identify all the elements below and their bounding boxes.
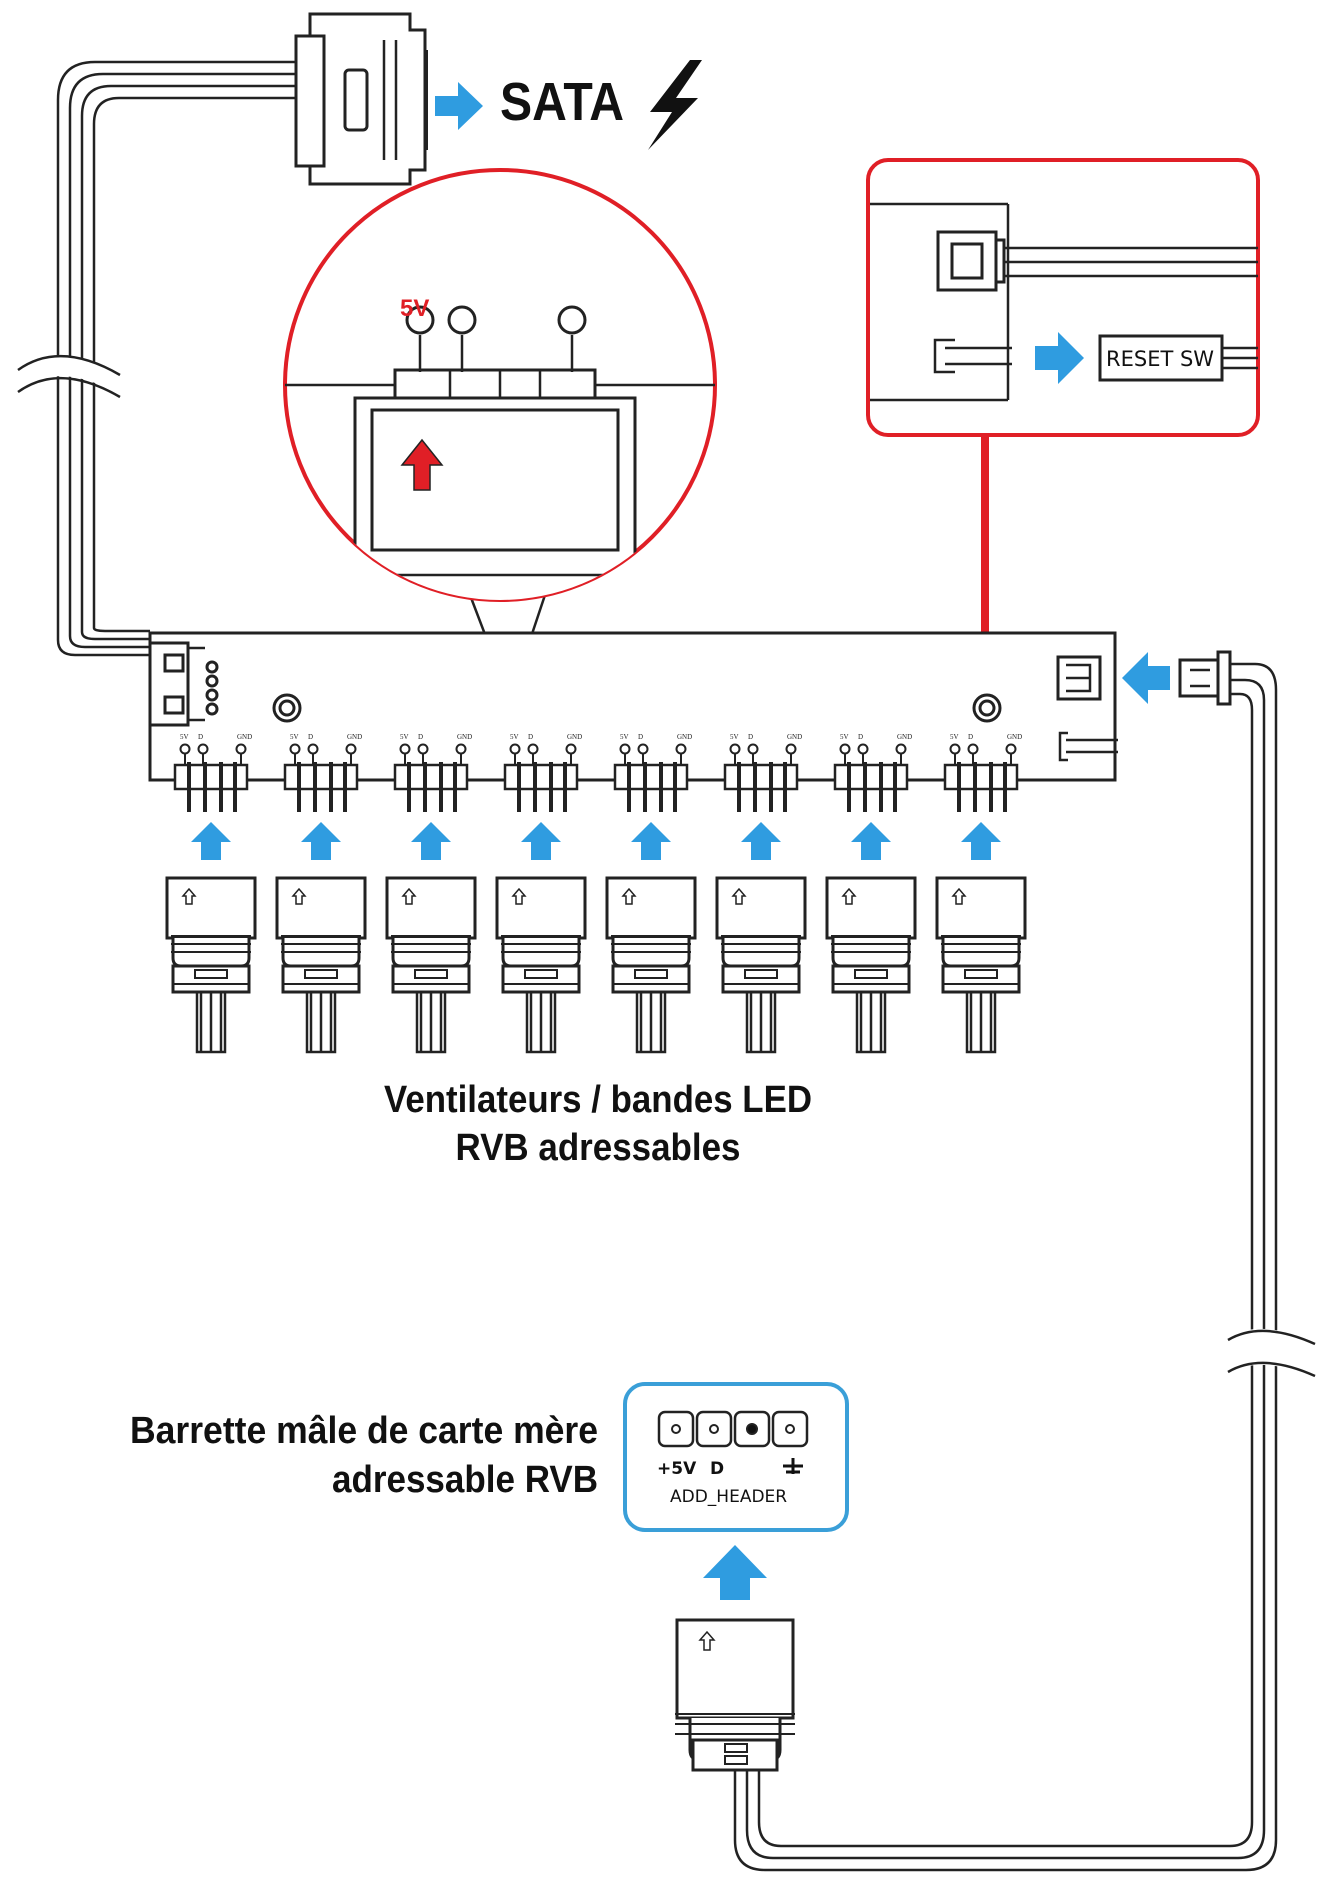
fan-plug-6 [715,876,807,1054]
pin-label: GND [457,733,472,741]
fan-plug-3 [385,876,477,1054]
pin-label: GND [567,733,582,741]
ground-icon [783,1458,803,1474]
pin-label: D [528,733,533,741]
fan-plug-2 [275,876,367,1054]
pin-label: 5V [950,733,959,741]
header-d-label: D [710,1459,724,1479]
pin-header-2: 5V D GND [283,733,362,812]
mobo-label-line2: adressable RVB [332,1459,598,1501]
pin-label: D [308,733,313,741]
orientation-arrow-icon [291,887,307,905]
pin-label: D [418,733,423,741]
pin-header-1: 5V D GND [173,733,252,812]
arrow-right-icon [1035,332,1084,384]
sata-label: SATA [500,72,624,132]
fan-plug-4 [495,876,587,1054]
red-arrow-up-icon [400,438,444,491]
pin-header-7: 5V D GND [833,733,912,812]
motherboard-header-box [623,1382,849,1532]
pin-label: GND [237,733,252,741]
pin-label: 5V [400,733,409,741]
pin-label: 5V [510,733,519,741]
arrow-up-icon [411,822,451,860]
arrow-up-icon [191,822,231,860]
arrow-up-icon [521,822,561,860]
fan-connectors [165,822,1027,1054]
hub-pin-headers: 5V D GND 5V D GND 5V D GND 5V D GND 5V D GND 5V D GND 5V D G… [173,733,1022,812]
fan-plug-7 [825,876,917,1054]
fans-label-line2: RVB adressables [456,1127,741,1169]
orientation-arrow-icon [951,887,967,905]
zoom-callout [283,168,717,704]
pin-label: D [638,733,643,741]
header-plus5v-label: +5V [657,1459,697,1479]
orientation-arrow-icon [181,887,197,905]
arrow-left-icon [1122,652,1170,704]
arrow-up-icon [851,822,891,860]
pin-label: D [748,733,753,741]
return-cable [733,650,1316,1872]
pin-label: D [968,733,973,741]
arrow-right-icon [435,82,483,130]
sata-connector [294,12,428,186]
orientation-arrow-icon [621,887,637,905]
header-pins [657,1410,809,1448]
fan-plug-1 [165,876,257,1054]
orientation-arrow-icon [841,887,857,905]
pin-label: D [858,733,863,741]
motherboard-plug [675,1618,795,1772]
fan-plug-5 [605,876,697,1054]
reset-sw-callout [866,158,1260,437]
pin-label: 5V [180,733,189,741]
pin-label: 5V [620,733,629,741]
arrow-up-icon [961,822,1001,860]
orientation-arrow-icon [731,887,747,905]
pin-label: GND [347,733,362,741]
pin-label: GND [897,733,912,741]
pin-label: GND [787,733,802,741]
orientation-arrow-icon [698,1630,716,1651]
reset-sw-label: RESET SW [1106,347,1214,371]
orientation-arrow-icon [511,887,527,905]
pin-header-6: 5V D GND [723,733,802,812]
orientation-arrow-icon [401,887,417,905]
pin-header-5: 5V D GND [613,733,692,812]
fans-label-line1: Ventilateurs / bandes LED [384,1079,812,1121]
pin-label: GND [677,733,692,741]
pin-label: D [198,733,203,741]
sata-cable [17,60,305,657]
pin-label: 5V [730,733,739,741]
pin-header-3: 5V D GND [393,733,472,812]
pin-header-8: 5V D GND [943,733,1022,812]
fan-plug-8 [935,876,1027,1054]
zoom-5v-label: 5V [400,295,429,322]
pin-label: 5V [840,733,849,741]
pin-header-4: 5V D GND [503,733,582,812]
arrow-up-icon [703,1545,767,1600]
bolt-icon [648,60,702,150]
arrow-up-icon [301,822,341,860]
pin-label: 5V [290,733,299,741]
arrow-up-icon [631,822,671,860]
header-name-label: ADD_HEADER [670,1487,787,1507]
pin-label: GND [1007,733,1022,741]
arrow-up-icon [741,822,781,860]
mobo-label-line1: Barrette mâle de carte mère [130,1410,598,1452]
